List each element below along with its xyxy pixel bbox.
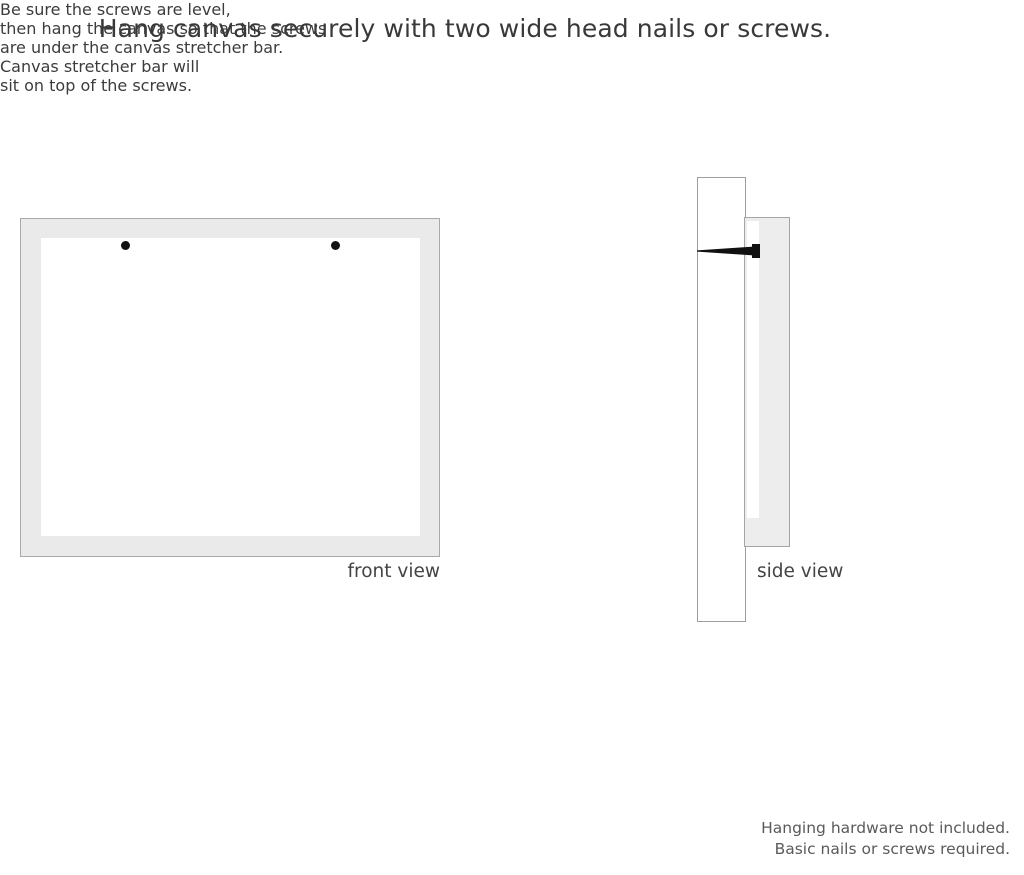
front-view-caption-line-2: then hang the canvas so that the screws [0, 19, 327, 38]
front-view-caption-line-3: are under the canvas stretcher bar. [0, 38, 284, 57]
side-view-diagram [697, 177, 817, 623]
canvas-inner-panel [41, 238, 420, 536]
side-view-caption-line-2: sit on top of the screws. [0, 76, 193, 95]
footer-line-1: Hanging hardware not included. [761, 819, 1010, 837]
screw-head-left-icon [121, 241, 130, 250]
page-title: Hang canvas securely with two wide head … [98, 14, 832, 43]
front-view-caption: Be sure the screws are level, then hang … [0, 0, 420, 57]
screw-side-profile-icon [697, 244, 760, 258]
side-view-caption-line-1: Canvas stretcher bar will [0, 57, 200, 76]
footer-line-2: Basic nails or screws required. [774, 840, 1010, 858]
footer-disclaimer: Hanging hardware not included. Basic nai… [761, 818, 1010, 860]
side-view-caption: Canvas stretcher bar will sit on top of … [0, 57, 300, 95]
front-view-diagram [20, 218, 440, 557]
stretcher-bar-inner-face [747, 221, 759, 518]
front-view-caption-line-1: Be sure the screws are level, [0, 0, 231, 19]
screw-head-right-icon [331, 241, 340, 250]
front-view-label: front view [347, 561, 441, 582]
side-view-label: side view [757, 561, 844, 582]
